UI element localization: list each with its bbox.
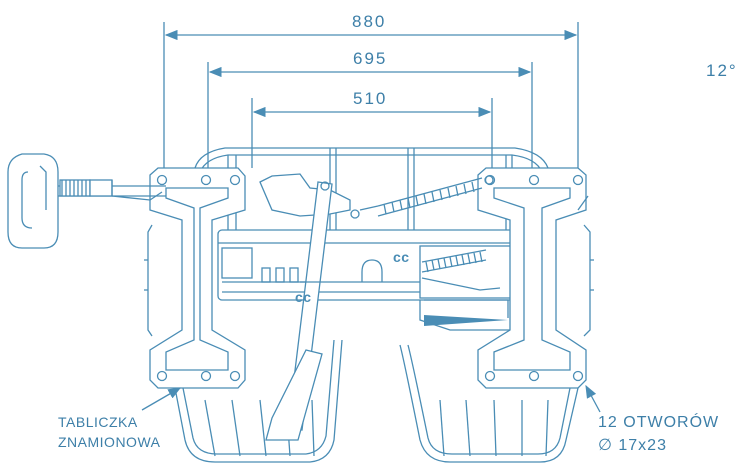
dimension-510-label: 510 [353,89,387,108]
angle-label: 12° [706,61,738,80]
holes-label-line2: ∅ 17x23 [598,437,667,454]
dimension-lines [163,22,579,168]
locking-lever [265,181,360,441]
dimension-880-label: 880 [352,12,386,31]
nameplate-leader [141,387,182,411]
lower-legs [174,339,579,463]
coupling-body [217,173,541,331]
tension-spring [359,175,494,217]
nameplate-label-line1: TABLICZKA [58,414,138,430]
left-side-plate [144,167,246,389]
jaw-spring [421,249,501,291]
right-side-plate [477,167,594,389]
logo-mark-lever: cc [295,289,312,305]
dimension-695-label: 695 [353,49,387,68]
holes-label-line1: 12 OTWORÓW [598,412,719,431]
logo-mark-center: cc [393,249,410,265]
leader-lines [141,384,601,413]
holes-leader [585,384,601,413]
release-handle [7,153,166,249]
logo-marks: cc cc [295,249,410,305]
nameplate-label-line2: ZNAMIONOWA [58,434,161,450]
dark-wedge [424,315,508,326]
